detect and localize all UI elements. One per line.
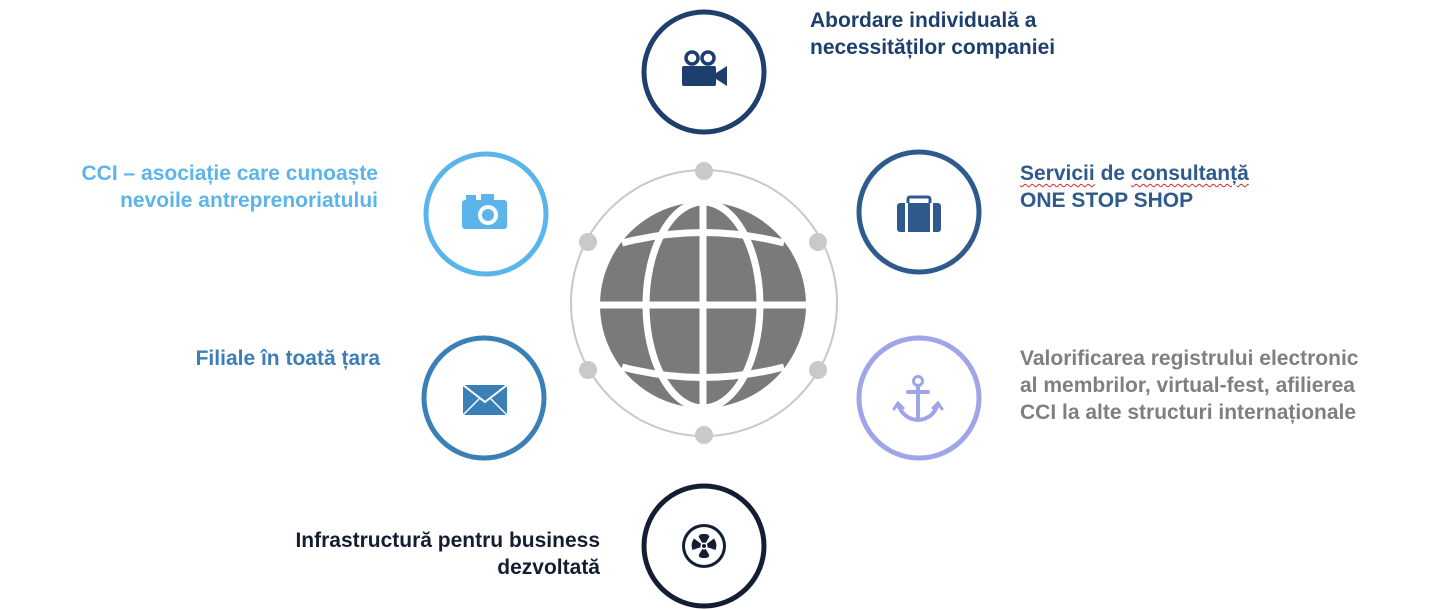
label-line: Servicii de consultanță — [1020, 160, 1249, 187]
video-camera-icon — [682, 50, 727, 86]
envelope-icon — [462, 384, 508, 416]
label-line: Infrastructură pentru business — [295, 529, 600, 552]
hub-dot-top-left — [579, 233, 597, 251]
label-line: al membrilor, virtual-fest, afilierea — [1020, 374, 1355, 397]
label-line: necessităților companiei — [810, 36, 1056, 59]
label-word: consultanță — [1130, 162, 1249, 185]
label-cci-association: CCI – asociație care cunoaște nevoile an… — [82, 160, 378, 214]
radiation-icon — [682, 524, 726, 568]
hub-dot-bottom-left — [579, 361, 597, 379]
label-word: de — [1094, 162, 1131, 185]
node-top — [641, 9, 767, 135]
globe-icon — [600, 198, 806, 412]
label-line: nevoile antreprenoriatului — [120, 189, 378, 212]
node-mid-right — [856, 335, 982, 461]
center-hub — [570, 162, 838, 444]
label-word: Servicii — [1020, 162, 1095, 185]
hub-dot-bottom — [695, 426, 713, 444]
label-line: Valorificarea registrului electronic — [1020, 347, 1359, 370]
label-individual-approach: Abordare individuală a necessităților co… — [810, 7, 1055, 61]
anchor-icon — [892, 375, 944, 423]
label-branches: Filiale în toată țara — [196, 345, 380, 372]
node-top-left — [423, 151, 549, 277]
hub-dot-bottom-right — [809, 361, 827, 379]
node-mid-left — [421, 335, 547, 461]
hub-dot-top-right — [809, 233, 827, 251]
label-line: dezvoltată — [497, 556, 600, 579]
node-top-right — [856, 149, 982, 275]
label-registry-valorization: Valorificarea registrului electronic al … — [1020, 345, 1358, 426]
label-line: CCI la alte structuri internaționale — [1020, 401, 1357, 424]
label-line: Abordare individuală a — [810, 9, 1037, 32]
briefcase-icon — [897, 195, 941, 232]
node-bottom — [641, 483, 767, 609]
label-infrastructure: Infrastructură pentru business dezvoltat… — [295, 527, 600, 581]
hub-dot-top — [695, 162, 713, 180]
camera-icon — [462, 194, 507, 229]
label-line: ONE STOP SHOP — [1020, 189, 1194, 212]
label-consulting-services: Servicii de consultanță ONE STOP SHOP — [1020, 160, 1249, 214]
label-line: CCI – asociație care cunoaște — [81, 162, 378, 185]
label-line: Filiale în toată țara — [195, 347, 380, 370]
